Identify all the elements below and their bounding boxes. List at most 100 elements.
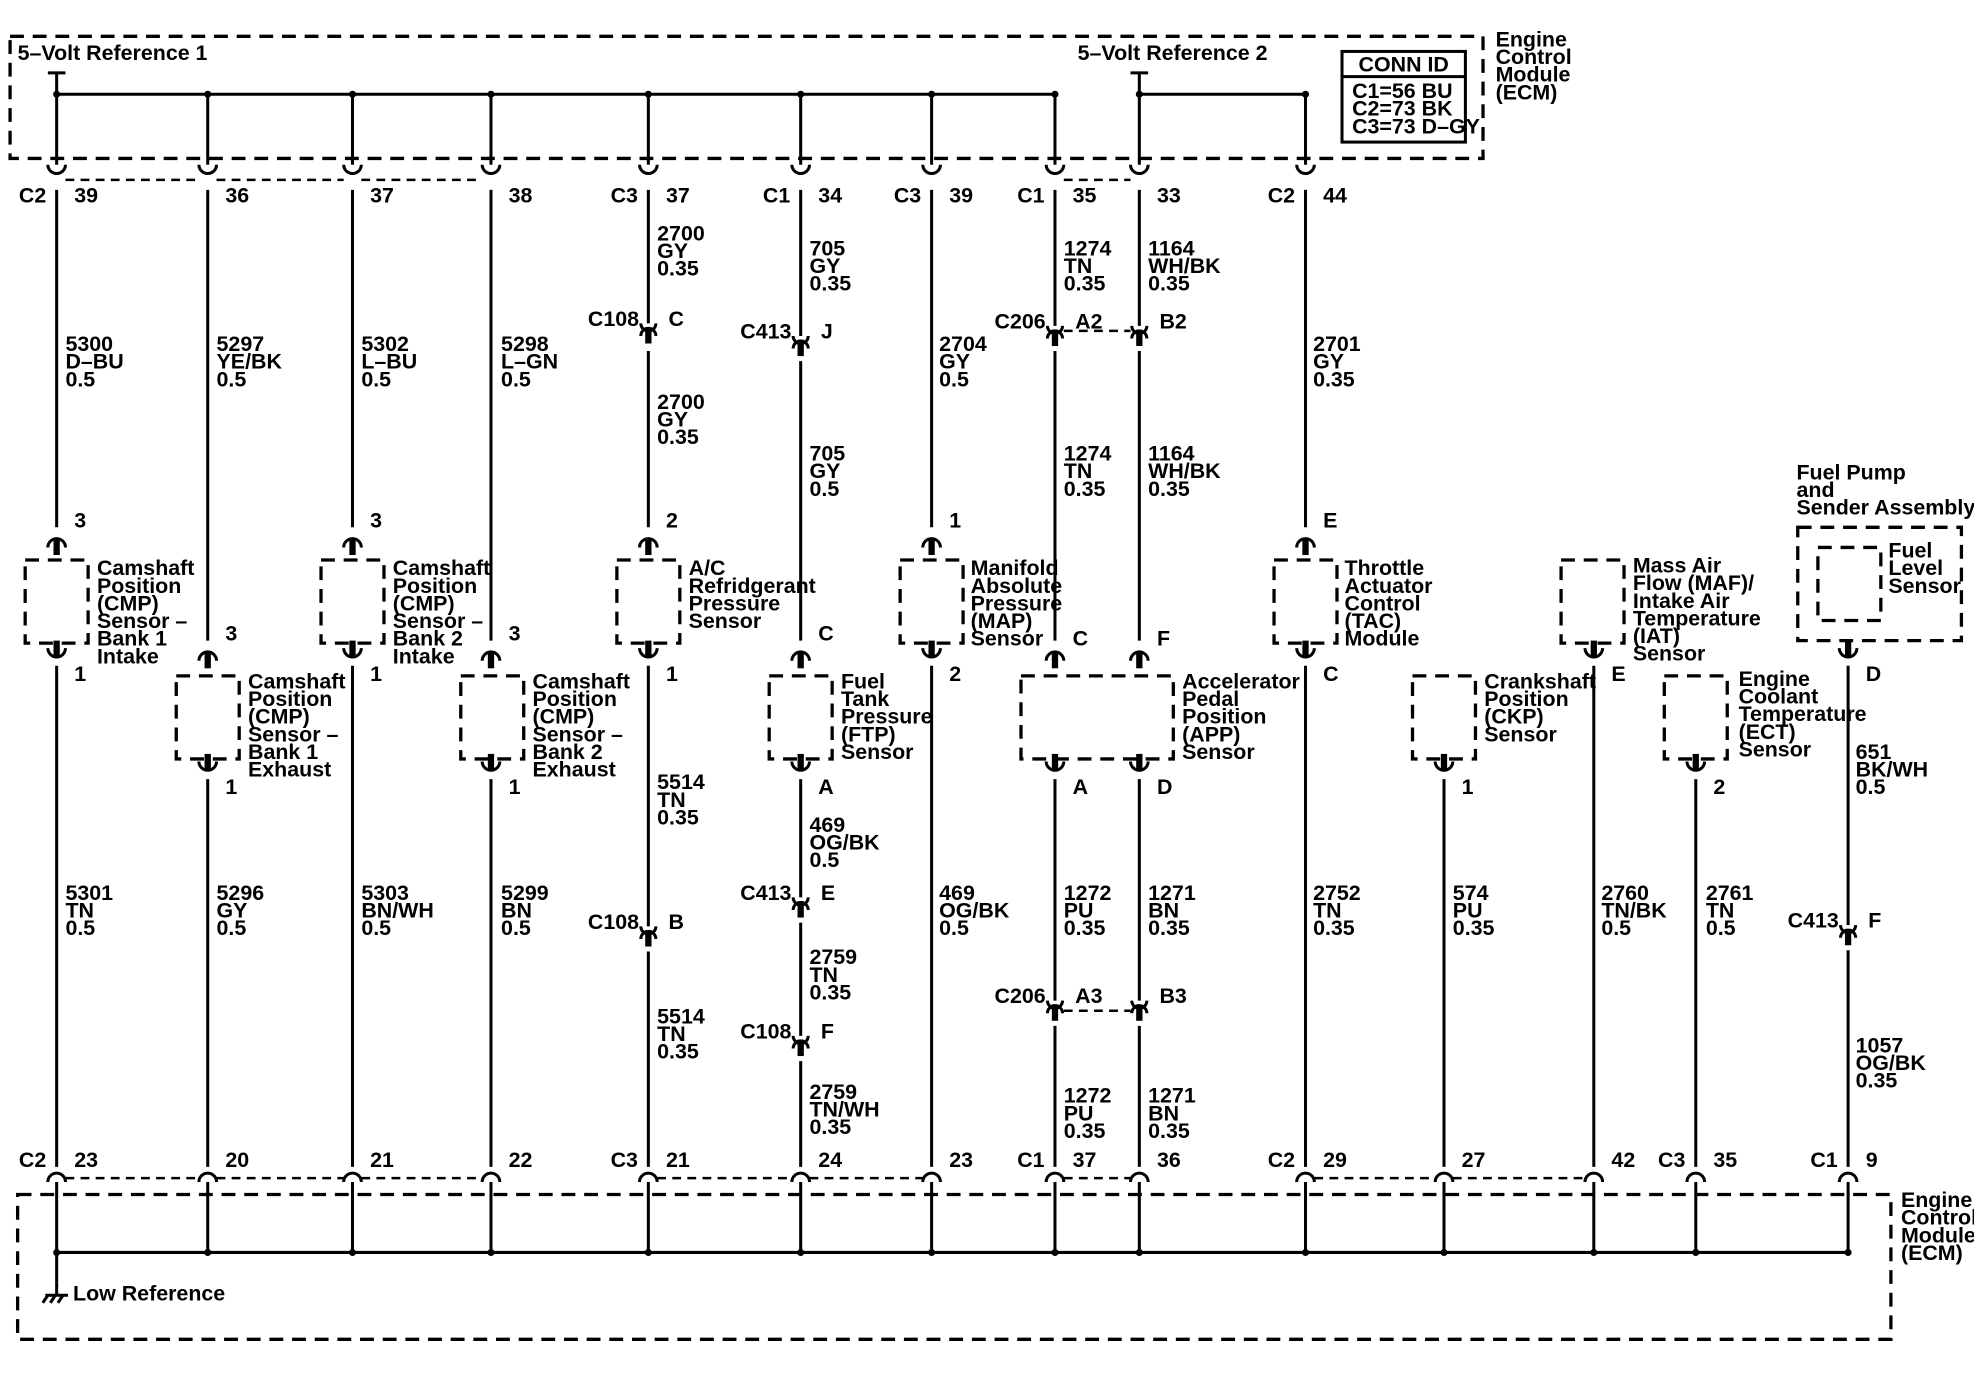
ecm-pin (197, 1171, 219, 1183)
inline-cavity (1045, 1004, 1065, 1014)
sensor-pin (342, 537, 363, 548)
wire-label: 5514 (657, 770, 705, 794)
sensor-pin (1583, 647, 1605, 659)
sensor-label: (FTP) (841, 722, 896, 746)
sensor-label: Bank 2 (393, 627, 463, 651)
sensor-pin-label: 1 (1462, 775, 1474, 799)
splice-dot (1135, 90, 1143, 98)
sensor-pin (1044, 650, 1066, 661)
wire-label: 2760 (1601, 881, 1649, 905)
wire-label: 705 (809, 442, 845, 466)
ecm-pin (1129, 1171, 1150, 1183)
sensor-label: Bank 2 (533, 740, 603, 764)
wire-label: 0.35 (1856, 1069, 1898, 1093)
conn-id-row: C2=73 BK (1352, 97, 1453, 121)
ecm-pin (342, 1171, 363, 1183)
sensor-pin (46, 647, 67, 659)
ecm-bottom-label: Engine (1901, 1188, 1972, 1212)
ecm-connector-label: C3 (611, 183, 638, 207)
ground-symbol (49, 1294, 57, 1304)
wire-label: BN (501, 899, 532, 923)
wire-label: 0.35 (1064, 1119, 1106, 1143)
wire-label: 0.5 (809, 477, 839, 501)
ecm-pin-number: 42 (1611, 1148, 1635, 1172)
fuel-pump-label: Sender Assembly (1796, 496, 1974, 520)
inline-connector-pin: F (821, 1019, 834, 1043)
ecm-pin (197, 164, 219, 176)
inline-connector-pin: B3 (1159, 984, 1186, 1008)
sensor-pin (1129, 761, 1150, 772)
wire-label: TN (1064, 254, 1093, 278)
wire-label: 0.35 (1148, 477, 1190, 501)
ecm-pin-number: 37 (666, 183, 690, 207)
ecm-pin (1837, 1171, 1859, 1183)
wire-label: 469 (809, 813, 845, 837)
wire-label: OG/BK (1856, 1051, 1927, 1075)
ref2-label: 5–Volt Reference 2 (1078, 41, 1268, 65)
ecm-top-label: Engine (1496, 27, 1567, 51)
wire-label: 0.35 (1148, 1119, 1190, 1143)
inline-cavity (791, 1039, 810, 1049)
sensor-pin (790, 650, 812, 661)
ecm-connector-label: C1 (763, 183, 790, 207)
wire-label: TN (65, 899, 94, 923)
wire-label: 1057 (1856, 1033, 1904, 1057)
sensor-label: Position (393, 574, 477, 598)
ecm-connector-label: C1 (1810, 1148, 1837, 1172)
wire-label: 2700 (657, 221, 705, 245)
ecm-pin (1044, 164, 1066, 176)
sensor-label: Fuel (1888, 539, 1932, 563)
splice-dot (487, 90, 495, 98)
sensor-label: (CMP) (393, 591, 455, 615)
ecm-pin (46, 1171, 67, 1183)
wire-label: TN (1064, 459, 1093, 483)
wire-label: 5300 (65, 332, 113, 356)
wire-label: PU (1064, 899, 1094, 923)
ecm-pin-number: 36 (1157, 1148, 1181, 1172)
ecm-connector-label: C2 (1268, 1148, 1295, 1172)
ecm-bottom-label: Control (1901, 1206, 1974, 1230)
sensor-pin-label: 3 (509, 622, 521, 646)
splice-dot (1301, 90, 1310, 98)
inline-connector-pin: A3 (1075, 984, 1102, 1008)
ecm-connector-label: C1 (1017, 1148, 1044, 1172)
wire-label: 2704 (939, 332, 987, 356)
sensor-label: Sensor – (248, 722, 338, 746)
wire-label: 2761 (1706, 881, 1754, 905)
wire-label: OG/BK (809, 831, 880, 855)
sensor-label: Camshaft (533, 669, 630, 693)
sensor-label: Sensor (1182, 740, 1255, 764)
sensor-pin-label: A (818, 775, 833, 799)
wire-label: 0.35 (657, 257, 699, 281)
sensor-pin-label: F (1157, 627, 1170, 651)
sensor-pin (480, 650, 502, 661)
sensor-label: Module (1345, 627, 1420, 651)
sensor-label: (APP) (1182, 722, 1240, 746)
sensor-label: (CMP) (248, 705, 310, 729)
inline-cavity (1130, 329, 1149, 339)
ecm-connector-label: C3 (611, 1148, 638, 1172)
ecm-pin-number: 23 (74, 1148, 98, 1172)
ecm-pin-number: 38 (509, 183, 533, 207)
wire-label: 0.35 (809, 980, 851, 1004)
sensor-label: Manifold (971, 556, 1059, 580)
sensor-label: Control (1345, 591, 1421, 615)
inline-connector-label: C413 (1788, 909, 1839, 933)
ecm-pin-number: 37 (370, 183, 394, 207)
wire-label: 0.35 (1064, 477, 1106, 501)
sensor-label: Sensor (689, 609, 762, 633)
wire-label: 0.5 (217, 367, 247, 391)
wire-label: 0.35 (657, 425, 699, 449)
sensor-label: Throttle (1345, 556, 1425, 580)
sensor-label: Fuel (841, 669, 885, 693)
wire-label: 0.35 (1064, 916, 1106, 940)
inline-connector-label: C108 (740, 1019, 791, 1043)
sensor-pin-label: 2 (949, 662, 961, 686)
wire-label: 0.35 (1313, 916, 1355, 940)
sensor-label: Camshaft (248, 669, 345, 693)
sensor-label: Pedal (1182, 687, 1239, 711)
sensor-label: Exhaust (248, 758, 331, 782)
sensor-pin (46, 537, 67, 548)
fuel-pump-label: and (1796, 478, 1834, 502)
inline-cavity (791, 339, 810, 349)
